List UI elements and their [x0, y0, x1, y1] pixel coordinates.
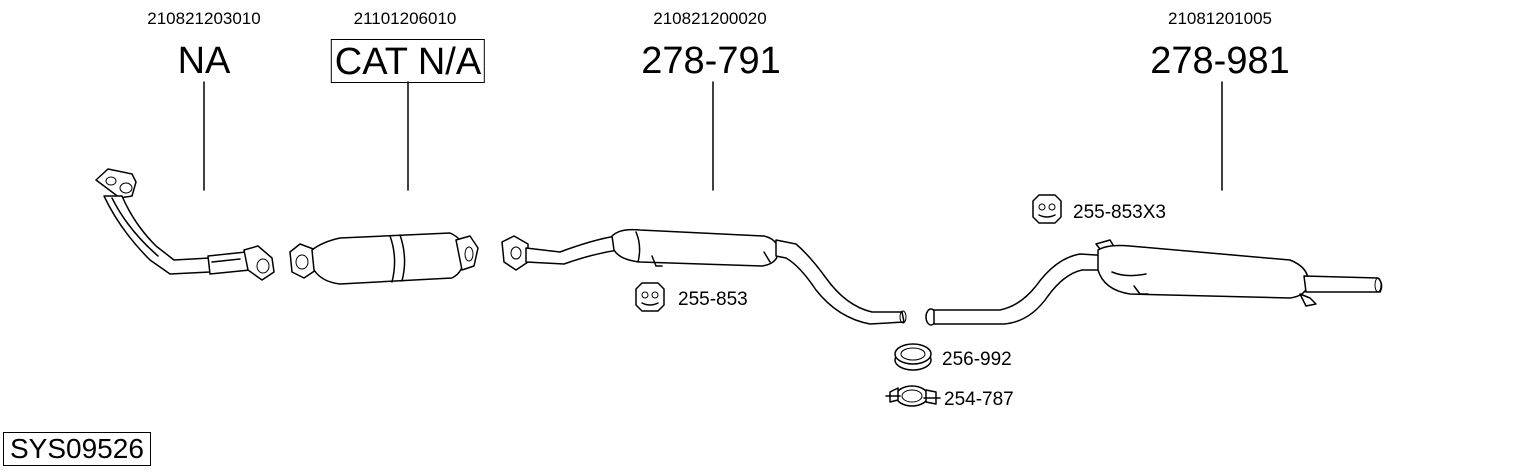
accessory-label-hanger: 255-853 [678, 289, 748, 310]
accessory-label-hanger-x3: 255-853X3 [1073, 202, 1166, 223]
accessory-label-sealing-ring: 256-992 [942, 349, 1012, 370]
catalytic-converter-icon [289, 232, 479, 285]
rear-silencer-icon [925, 239, 1383, 326]
sealing-ring-icon [894, 343, 932, 371]
middle-silencer-icon [501, 228, 907, 325]
part-number-rear-silencer: 278-981 [1150, 40, 1290, 82]
pipe-clamp-icon [885, 385, 941, 407]
accessory-label-pipe-clamp: 254-787 [944, 389, 1014, 410]
front-pipe-icon [95, 168, 275, 281]
rubber-hanger-icon [1032, 194, 1062, 224]
oem-number-middle-silencer: 210821200020 [653, 9, 767, 28]
part-number-middle-silencer: 278-791 [641, 40, 781, 82]
system-id-label: SYS09526 [3, 432, 151, 466]
oem-number-front-pipe: 210821203010 [147, 9, 261, 28]
part-number-catalyst: CAT N/A [330, 39, 486, 83]
oem-number-rear-silencer: 21081201005 [1167, 9, 1273, 28]
part-number-front-pipe: NA [177, 40, 231, 82]
rubber-hanger-icon [635, 282, 665, 312]
oem-number-catalyst: 21101206010 [353, 9, 457, 28]
